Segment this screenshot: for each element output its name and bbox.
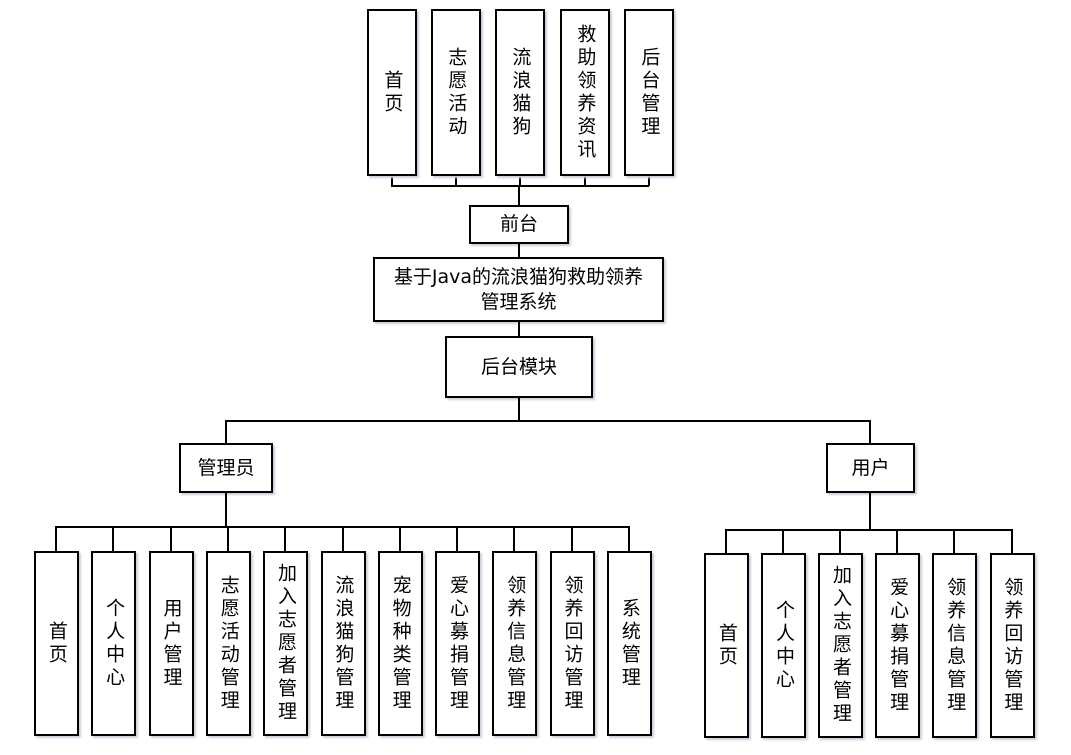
connector-line — [225, 492, 227, 527]
user-child-node: 领养信息管理 — [932, 553, 978, 738]
node-label: 首页 — [45, 620, 68, 667]
connector-line — [398, 526, 401, 551]
connector-line — [225, 420, 871, 422]
node-label: 爱心募捐管理 — [446, 574, 469, 713]
connector-line — [518, 397, 520, 421]
node-label: 流浪猫狗 — [509, 46, 532, 139]
connector-line — [513, 526, 516, 551]
admin-child-node: 用户管理 — [148, 551, 194, 736]
user-child-node: 个人中心 — [761, 553, 807, 738]
node-label: 爱心募捐管理 — [887, 576, 910, 715]
admin-child-node: 首页 — [34, 551, 79, 736]
admin-child-node: 个人中心 — [91, 551, 137, 736]
admin-child-node: 爱心募捐管理 — [435, 551, 481, 736]
connector-line — [869, 492, 871, 530]
connector-line — [225, 420, 227, 443]
node-label: 个人中心 — [772, 599, 795, 692]
connector-line — [869, 420, 871, 443]
node-label: 领养回访管理 — [1001, 576, 1024, 715]
frontend-child-node: 救助领养资讯 — [560, 9, 610, 176]
node-label: 领养信息管理 — [944, 576, 967, 715]
connector-line — [628, 526, 630, 551]
connector-line — [456, 526, 459, 551]
frontend-child-node: 志愿活动 — [431, 9, 481, 176]
node-label: 加入志愿者管理 — [830, 565, 853, 726]
connector-line — [391, 185, 649, 187]
node-label: 领养回访管理 — [561, 574, 584, 713]
connector-line — [226, 526, 229, 551]
connector-line — [953, 529, 956, 553]
node-label: 志愿活动管理 — [217, 574, 240, 713]
user-child-node: 爱心募捐管理 — [875, 553, 921, 738]
connector-line — [648, 175, 650, 186]
admin-node: 管理员 — [179, 443, 273, 493]
connector-line — [55, 526, 57, 551]
connector-line — [1010, 529, 1013, 553]
connector-line — [896, 529, 899, 553]
frontend-child-node: 流浪猫狗 — [495, 9, 545, 176]
node-label: 加入志愿者管理 — [275, 563, 298, 724]
connector-line — [726, 529, 1012, 531]
node-label: 用户管理 — [160, 597, 183, 690]
connector-line — [518, 321, 520, 336]
frontend-node: 前台 — [469, 205, 569, 244]
admin-child-node: 领养回访管理 — [549, 551, 595, 736]
node-label: 首页 — [381, 69, 404, 116]
admin-child-node: 流浪猫狗管理 — [320, 551, 366, 736]
node-label: 个人中心 — [103, 597, 126, 690]
node-label: 后台管理 — [638, 46, 661, 139]
user-node: 用户 — [826, 443, 915, 493]
user-child-node: 首页 — [704, 553, 749, 738]
connector-line — [584, 175, 586, 186]
admin-child-node: 志愿活动管理 — [205, 551, 251, 736]
node-label: 领养信息管理 — [504, 574, 527, 713]
node-label: 救助领养资讯 — [574, 23, 597, 162]
connector-line — [112, 526, 115, 551]
connector-line — [570, 526, 573, 551]
backend-node: 后台模块 — [445, 336, 593, 398]
connector-line — [518, 185, 520, 205]
user-child-node: 领养回访管理 — [989, 553, 1035, 738]
frontend-child-node: 后台管理 — [624, 9, 674, 176]
connector-line — [455, 175, 457, 186]
node-label: 流浪猫狗管理 — [332, 574, 355, 713]
connector-line — [169, 526, 172, 551]
connector-line — [839, 529, 842, 553]
connector-line — [519, 175, 521, 186]
node-label: 志愿活动 — [445, 46, 468, 139]
node-label: 首页 — [715, 622, 738, 669]
connector-line — [391, 175, 393, 186]
frontend-child-node: 首页 — [367, 9, 417, 176]
system-title-node: 基于Java的流浪猫狗救助领养管理系统 — [373, 257, 664, 322]
connector-line — [341, 526, 344, 551]
node-label: 宠物种类管理 — [389, 574, 412, 713]
connector-line — [284, 526, 287, 551]
admin-child-node: 系统管理 — [607, 551, 652, 736]
admin-child-node: 领养信息管理 — [492, 551, 538, 736]
connector-line — [782, 529, 785, 553]
admin-child-node: 加入志愿者管理 — [263, 551, 309, 736]
admin-child-node: 宠物种类管理 — [377, 551, 423, 736]
node-label: 系统管理 — [618, 597, 641, 690]
connector-line — [518, 243, 520, 257]
user-child-node: 加入志愿者管理 — [818, 553, 864, 738]
connector-line — [725, 529, 727, 553]
